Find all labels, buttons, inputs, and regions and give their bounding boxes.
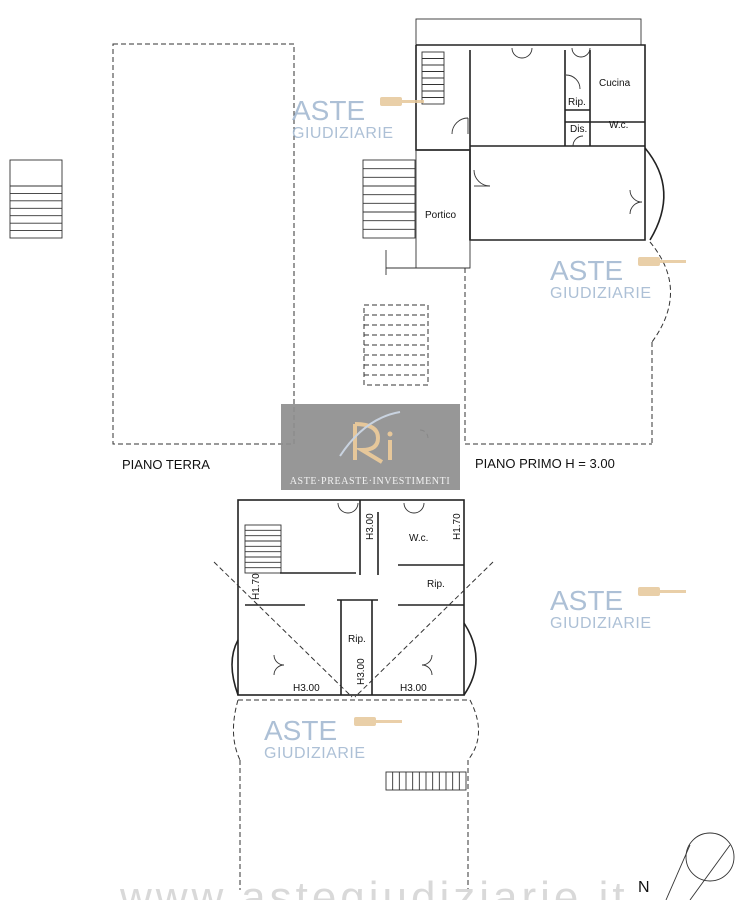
gavel-icon <box>354 717 402 726</box>
portico-label: Portico <box>425 210 457 221</box>
watermark-giudiziarie-text: GIUDIZIARIE <box>550 285 652 302</box>
footer-url-watermark: www.astegiudiziarie.it <box>119 873 629 900</box>
dis-label: Dis. <box>570 124 587 135</box>
h300-left-label: H3.00 <box>293 683 320 694</box>
watermark-aste-text: ASTE <box>550 585 623 616</box>
watermark-aste-2: ASTE GIUDIZIARIE <box>550 255 686 302</box>
logo-monogram-icon <box>339 411 401 464</box>
cucina-label: Cucina <box>599 78 631 89</box>
gavel-icon <box>638 257 686 266</box>
north-label: N <box>638 879 650 896</box>
wc-top-label: W.c. <box>609 120 628 131</box>
watermark-giudiziarie-text: GIUDIZIARIE <box>550 615 652 632</box>
h300-top-label: H3.00 <box>365 513 376 540</box>
watermark-aste-text: ASTE <box>292 95 365 126</box>
watermark-aste-text: ASTE <box>264 715 337 746</box>
h300-right-label: H3.00 <box>400 683 427 694</box>
logo-caption: ASTE·PREASTE·INVESTIMENTI <box>290 476 451 487</box>
watermark-aste-1: ASTE GIUDIZIARIE <box>292 95 424 142</box>
gavel-icon <box>380 97 424 106</box>
north-arrow-icon <box>665 832 735 900</box>
watermark-aste-4: ASTE GIUDIZIARIE <box>264 715 402 762</box>
gavel-icon <box>638 587 686 596</box>
watermark-giudiziarie-text: GIUDIZIARIE <box>264 745 366 762</box>
logo-box: ASTE·PREASTE·INVESTIMENTI <box>281 404 460 490</box>
wc-bottom-label: W.c. <box>409 533 428 544</box>
piano-primo-label: PIANO PRIMO H = 3.00 <box>475 456 615 471</box>
left-staircase <box>9 159 63 239</box>
rip-bottom-center-label: Rip. <box>348 634 366 645</box>
piano-terra-outline <box>112 43 295 445</box>
bottom-plan <box>213 499 494 890</box>
piano-terra-label: PIANO TERRA <box>122 457 210 472</box>
watermark-aste-text: ASTE <box>550 255 623 286</box>
h170-left-label: H1.70 <box>251 573 262 600</box>
watermark-giudiziarie-text: GIUDIZIARIE <box>292 125 394 142</box>
rip-bottom-right-label: Rip. <box>427 579 445 590</box>
h170-right-label: H1.70 <box>452 513 463 540</box>
h300-center-label: H3.00 <box>356 658 367 685</box>
watermark-aste-3: ASTE GIUDIZIARIE <box>550 585 686 632</box>
rip-top-label: Rip. <box>568 97 586 108</box>
